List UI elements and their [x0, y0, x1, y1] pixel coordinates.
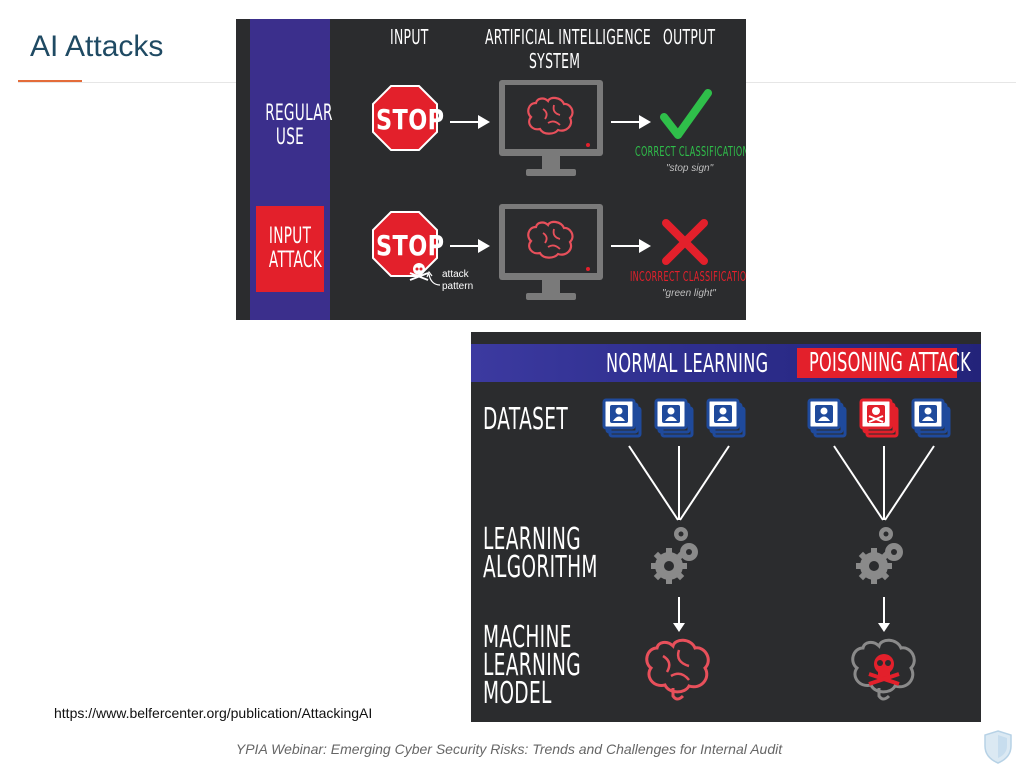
poisoning-attack-heading: POISONING ATTACK [809, 348, 972, 378]
skull-icon [409, 263, 429, 281]
pointer-arrow-icon [426, 271, 441, 286]
poisoned-card-icon [859, 398, 899, 438]
column-header-output: OUTPUT [663, 25, 716, 49]
arrow-icon [611, 115, 651, 129]
poisoning-attack-figure: NORMAL LEARNING POISONING ATTACK DATASET… [471, 332, 981, 722]
attack-line2: ATTACK [268, 248, 322, 273]
stop-text: STOP [376, 103, 445, 136]
gears-icon [856, 527, 903, 584]
correct-classification-label: CORRECT CLASSIFICATION [635, 145, 746, 160]
machine-learning-model-label: MACHINE LEARNING MODEL [483, 620, 641, 711]
shield-icon [984, 730, 1012, 764]
poisoning-diagram-graphics [602, 398, 951, 701]
learning-line1: LEARNING [483, 522, 581, 557]
brain-icon [645, 638, 710, 701]
arrow-icon [450, 115, 490, 129]
column-header-ai-line2: SYSTEM [529, 49, 581, 73]
column-header-ai-line1: ARTIFICIAL INTELLIGENCE [485, 25, 652, 49]
source-link[interactable]: https://www.belfercenter.org/publication… [54, 705, 373, 721]
stop-sign-icon [372, 85, 438, 151]
input-attack-box: INPUT ATTACK [256, 206, 324, 292]
column-header-input: INPUT [390, 25, 429, 49]
monitor-brain-icon [499, 80, 603, 176]
checkmark-icon [660, 89, 712, 139]
footer-text: YPIA Webinar: Emerging Cyber Security Ri… [235, 741, 783, 757]
model-line1: MACHINE [483, 620, 572, 655]
user-card-icon [911, 398, 951, 438]
stop-text-attacked: STOP [376, 229, 445, 262]
dataset-label: DATASET [483, 402, 620, 437]
arrow-icon [450, 239, 490, 253]
user-card-icon [706, 398, 746, 438]
normal-learning-heading: NORMAL LEARNING [606, 349, 769, 379]
x-mark-icon [662, 219, 708, 265]
learning-line2: ALGORITHM [483, 550, 598, 585]
slide-title: AI Attacks [30, 30, 164, 63]
incorrect-classification-label: INCORRECT CLASSIFICATION [630, 270, 746, 285]
gears-icon [651, 527, 698, 584]
incorrect-classification-note: "green light" [662, 288, 716, 299]
row-label-column: REGULAR USE INPUT ATTACK [250, 19, 333, 320]
regular-use-label: REGULAR USE [250, 101, 333, 150]
arrow-icon [611, 239, 651, 253]
correct-classification-note: "stop sign" [666, 163, 714, 174]
input-attack-figure: REGULAR USE INPUT ATTACK INPUT ARTIFICIA… [236, 19, 746, 320]
poisoning-attack-box: POISONING ATTACK [797, 348, 971, 378]
user-card-icon [654, 398, 694, 438]
regular-line1: REGULAR [265, 101, 333, 126]
regular-line2: USE [275, 125, 305, 150]
input-attack-label: INPUT ATTACK [256, 225, 324, 273]
title-underline [18, 80, 82, 83]
monitor-brain-icon [499, 204, 603, 300]
user-card-icon [602, 398, 642, 438]
learning-algorithm-label: LEARNING ALGORITHM [483, 522, 668, 585]
user-card-icon [807, 398, 847, 438]
model-line2: LEARNING [483, 648, 581, 683]
attack-line1: INPUT [268, 224, 312, 249]
dataset-text: DATASET [483, 402, 569, 437]
attack-pattern-line2: pattern [442, 281, 474, 292]
poisoned-brain-icon [851, 638, 916, 701]
model-line3: MODEL [483, 676, 552, 711]
attack-pattern-line1: attack [442, 269, 469, 280]
attack-pattern-label: attack pattern [442, 269, 473, 293]
